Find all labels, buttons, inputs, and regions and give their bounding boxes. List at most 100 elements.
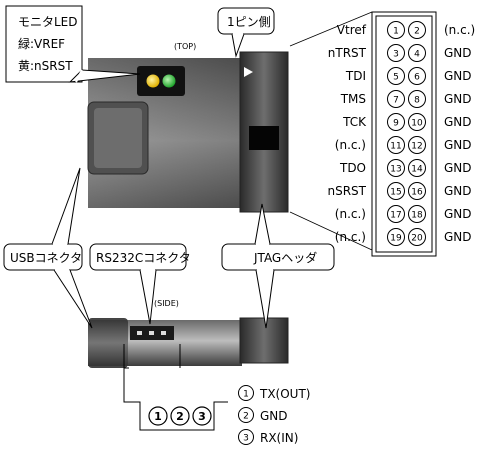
pin-number-right: 16 [411,188,423,198]
pin-circle [387,205,405,223]
legend-pin-label: RX(IN) [260,431,298,445]
pin-signal-right: GND [444,161,472,175]
pin-circle [387,67,405,85]
jtag-pin-row: 11 12 (n.c.) GND [335,136,472,154]
pin-signal-right: GND [444,69,472,83]
jtag-pin-row: 7 8 TMS GND [340,90,472,108]
pin-signal-right: GND [444,92,472,106]
jtag-header-top [239,51,289,213]
pin-number-left: 7 [393,96,399,106]
pin-number-right: 14 [411,165,423,175]
pin-signal-right: GND [444,230,472,244]
pin-number-right: 4 [414,50,420,60]
legend-pin-number: 3 [243,434,249,444]
pin-circle [387,182,405,200]
pin-circle [408,21,426,39]
pin1-side-label: 1ピン側 [227,15,271,29]
pin-signal-left: nSRST [327,184,366,198]
pin-circle [408,205,426,223]
pin-number-left: 11 [390,142,401,152]
pin-signal-left: (n.c.) [335,207,366,221]
pin-number-right: 6 [414,73,420,83]
pin-circle [387,113,405,131]
legend-pin-circle [238,429,254,445]
pin-signal-left: TDO [339,161,366,175]
pin-signal-left: (n.c.) [335,230,366,244]
led-window [137,66,185,96]
pin-circle [387,136,405,154]
side-view-label: (SIDE) [154,299,179,308]
callout-pin1: 1ピン側 [217,7,275,58]
serial-pin-number: 2 [176,410,184,423]
side-view: (SIDE) [88,299,289,368]
legend-pin-label: TX(OUT) [259,387,310,401]
pin-number-left: 3 [393,50,399,60]
monitor-led-yellow: 黄:nSRST [18,59,73,73]
pin-circle [408,136,426,154]
pin-signal-right: GND [444,46,472,60]
pin-circle [408,113,426,131]
callout-rs232c: RS232Cコネクタ [89,243,191,325]
pin-signal-left: TMS [340,92,366,106]
pin-signal-right: (n.c.) [444,23,475,37]
led-yellow [146,74,160,88]
rs232c-connector-label: RS232Cコネクタ [96,251,191,265]
pin-number-right: 12 [411,142,422,152]
pin1-marker [244,67,253,77]
serial-pin-circle [192,406,212,426]
pin-number-left: 15 [390,188,401,198]
monitor-led-green: 緑:VREF [18,36,65,51]
pin-number-right: 20 [411,234,423,244]
led-green [162,74,176,88]
pin-circle [408,182,426,200]
usb-connector-label: USBコネクタ [10,251,82,265]
pin-signal-right: GND [444,115,472,129]
jtag-pin-row: 17 18 (n.c.) GND [335,205,472,223]
serial-pin-circle [170,406,190,426]
pin-signal-right: GND [444,207,472,221]
legend-pin-circle [238,407,254,423]
pin-circle [387,21,405,39]
pin-signal-left: (n.c.) [335,138,366,152]
pin-circle [387,159,405,177]
legend-pin-label: GND [260,409,288,423]
pin-signal-left: Vtref [337,23,367,37]
pin-signal-right: GND [444,138,472,152]
monitor-led-title: モニタLED [18,15,78,29]
pin-signal-left: TCK [342,115,367,129]
pin-circle [408,159,426,177]
pin-circle [408,228,426,246]
pin-number-left: 17 [390,211,401,221]
callout-monitor-led: モニタLED 緑:VREF 黄:nSRST [5,5,141,83]
pin-number-left: 19 [390,234,402,244]
pin-circle [387,90,405,108]
legend-pin-circle [238,385,254,401]
callout-jtag: JTAGヘッダ [221,203,335,329]
usb-port-side [88,318,128,368]
pin-circle [387,228,405,246]
callout-usb: USBコネクタ [3,167,93,329]
legend-pin-number: 2 [243,412,249,422]
jtag-pin-row: 3 4 nTRST GND [328,44,472,62]
pin-signal-left: TDI [345,69,366,83]
pin-signal-left: nTRST [328,46,367,60]
pin-number-left: 1 [393,27,399,37]
jtag-header-label: JTAGヘッダ [253,250,317,265]
serial-pin-circle [148,406,168,426]
top-view: (TOP) [87,42,289,213]
pin-number-right: 8 [414,96,420,106]
pin-number-right: 18 [411,211,423,221]
pin-number-left: 5 [393,73,399,83]
pin-circle [387,44,405,62]
jtag-header-side [239,317,289,364]
pin-signal-right: GND [444,184,472,198]
jtag-pin-row: 15 16 nSRST GND [327,182,472,200]
serial-pin-number: 3 [198,410,206,423]
pin-number-left: 9 [393,119,399,129]
pin-circle [408,44,426,62]
